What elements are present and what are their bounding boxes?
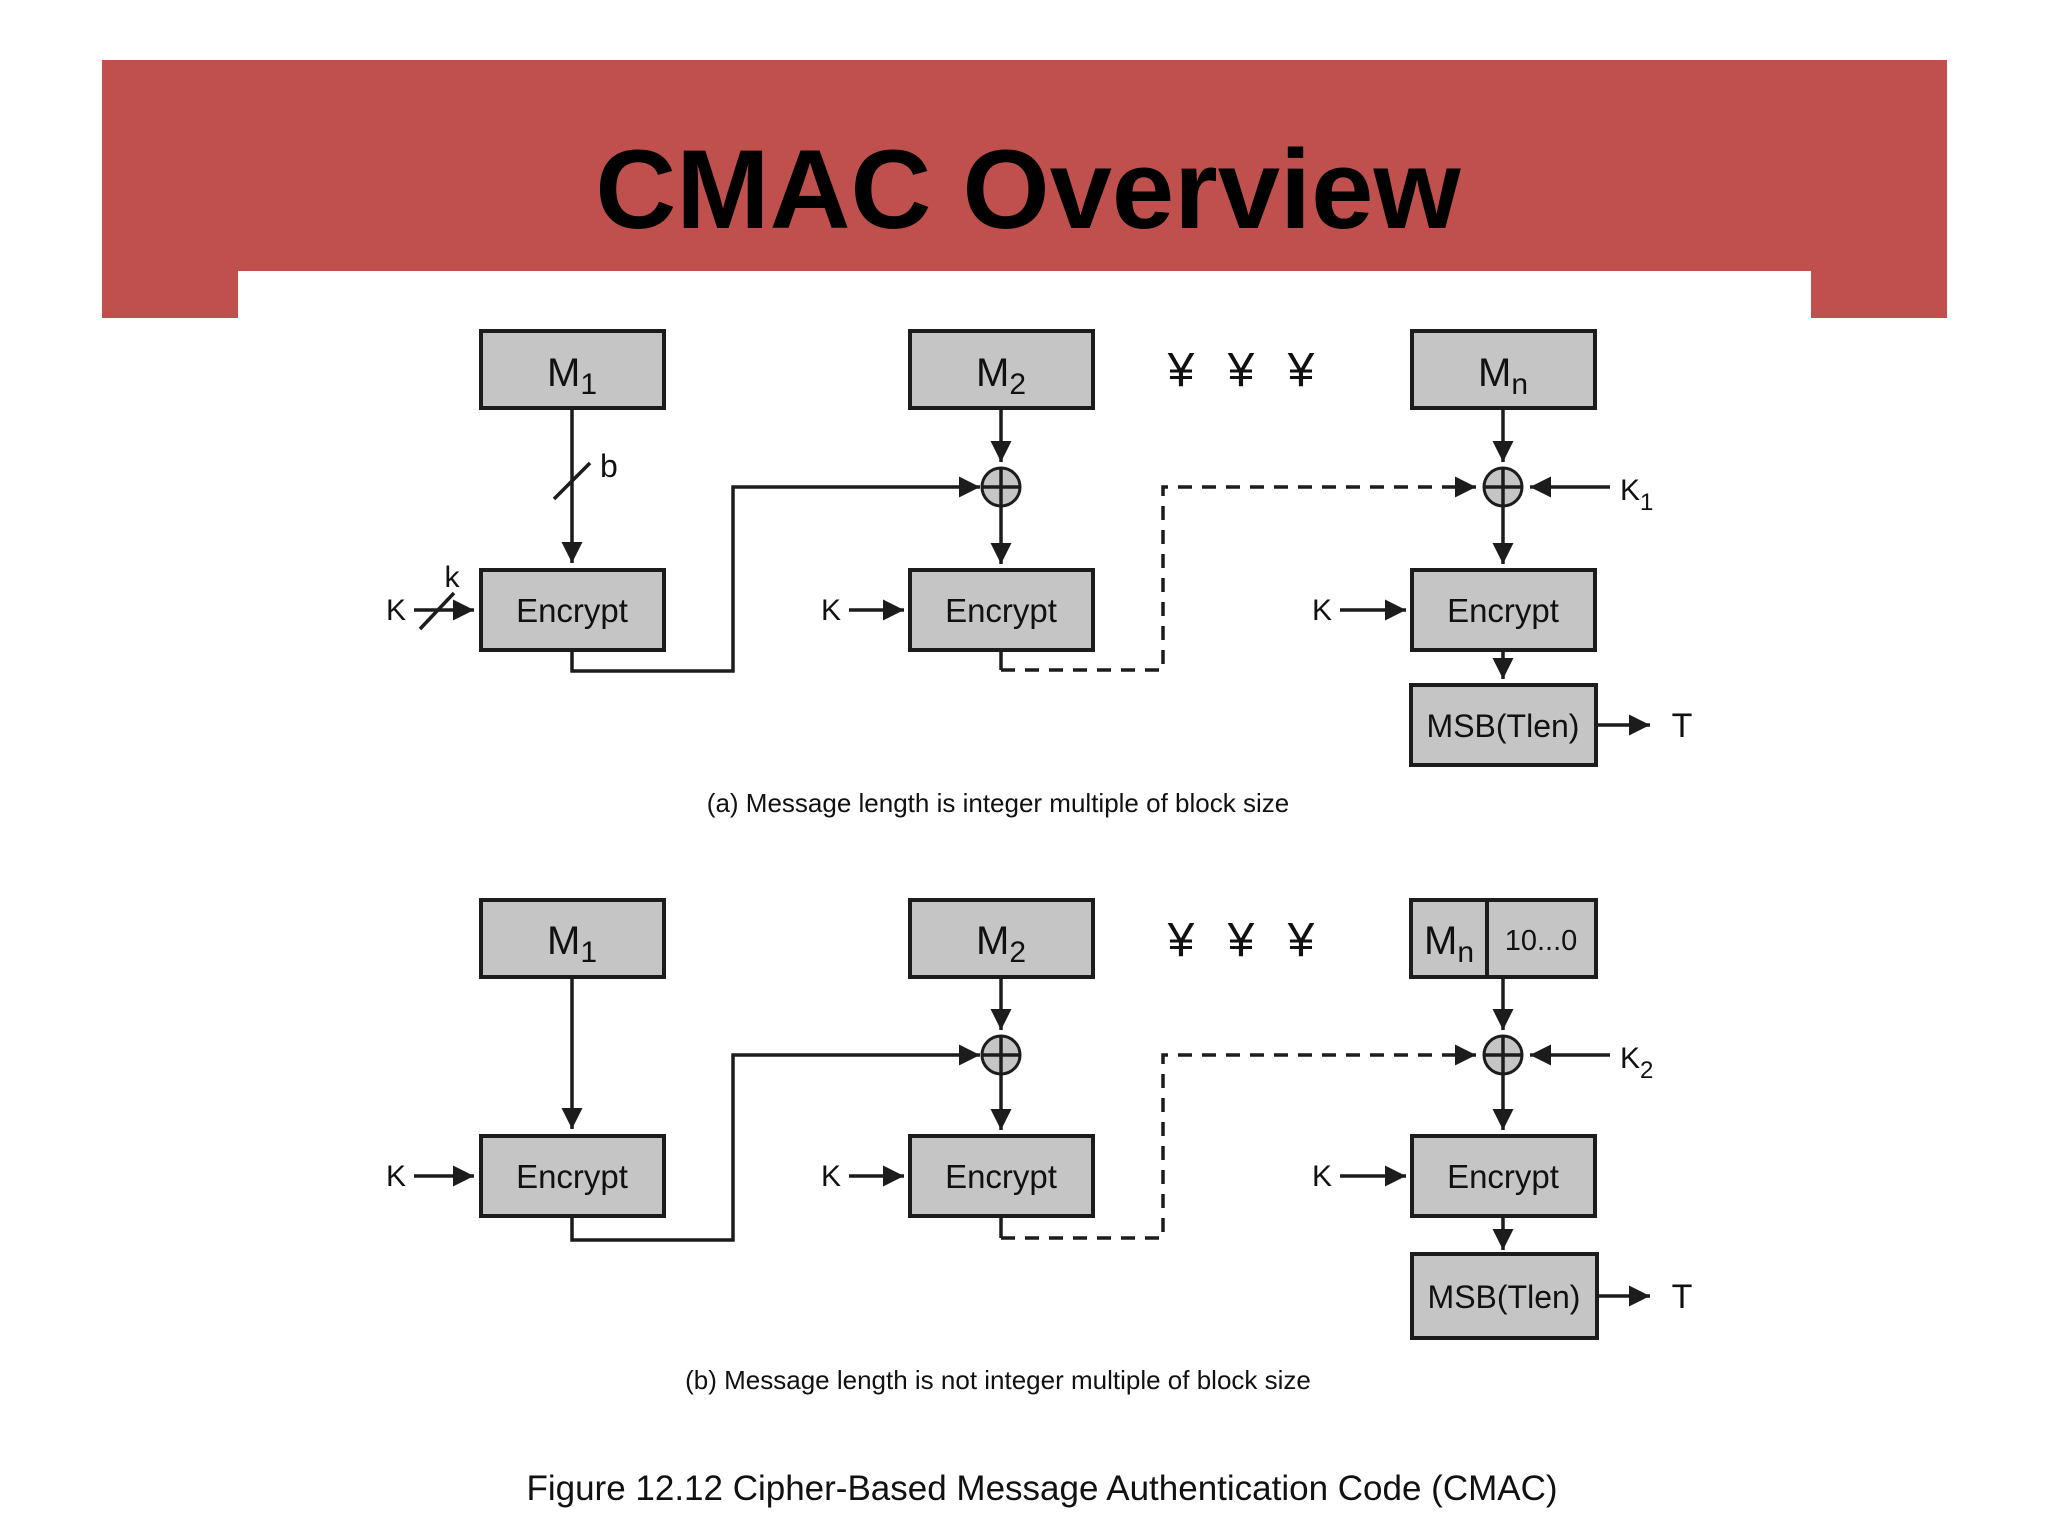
slide-title: CMAC Overview <box>595 127 1461 252</box>
k1-label: K1 <box>1620 474 1653 516</box>
encrypt-label-1: Encrypt <box>516 592 628 629</box>
ellipsis-b: ¥ ¥ ¥ <box>1167 914 1325 967</box>
encrypt-box-2 <box>908 568 1095 652</box>
feed-forward-1 <box>570 1044 980 1242</box>
dashed-feed-forward <box>1001 476 1476 672</box>
block-mn-label: Mn <box>1478 351 1528 401</box>
banner-leg-left <box>102 271 238 318</box>
banner-main <box>102 60 1947 271</box>
banner-leg-right <box>1811 271 1947 318</box>
xor-icon-col3 <box>1482 1034 1524 1076</box>
caption-a: (a) Message length is integer multiple o… <box>707 788 1289 818</box>
encrypt-box-1 <box>479 1134 666 1218</box>
encrypt-label-2: Encrypt <box>945 592 1057 629</box>
dashed-feed-forward <box>1001 1044 1476 1240</box>
block-m1 <box>479 329 666 410</box>
msb-label: MSB(Tlen) <box>1427 708 1580 744</box>
key-label-col1: K <box>386 1160 406 1193</box>
encrypt-box-3 <box>1410 1134 1597 1218</box>
key-label-col3: K <box>1312 1160 1332 1193</box>
key-label-col1: K <box>386 594 406 627</box>
encrypt-label-1: Encrypt <box>516 1158 628 1195</box>
encrypt-label-3: Encrypt <box>1447 592 1559 629</box>
xor-icon-col2 <box>980 466 1022 508</box>
block-m2 <box>908 898 1095 979</box>
xor-icon-col2 <box>980 1034 1022 1076</box>
figure-caption: Figure 12.12 Cipher-Based Message Authen… <box>526 1469 1557 1508</box>
b-width-label: b <box>600 448 618 484</box>
block-m1-label: M1 <box>547 351 597 401</box>
block-mn <box>1410 329 1597 410</box>
k-width-label: k <box>445 561 461 594</box>
tag-label: T <box>1672 1278 1693 1316</box>
block-m2 <box>908 329 1095 410</box>
block-m2-label: M2 <box>976 351 1026 401</box>
xor-icon-col3 <box>1482 466 1524 508</box>
pad-label: 10...0 <box>1505 925 1578 957</box>
encrypt-box-1 <box>479 568 666 652</box>
msb-box <box>1410 1252 1599 1340</box>
block-mn-label: Mn <box>1424 919 1474 969</box>
tag-label: T <box>1672 707 1693 745</box>
msb-label: MSB(Tlen) <box>1428 1279 1581 1315</box>
k2-label: K2 <box>1620 1042 1653 1084</box>
slash-k-width <box>418 591 456 631</box>
slash-b-width <box>552 461 592 501</box>
block-m1-label: M1 <box>547 919 597 969</box>
block-mn-padded <box>1409 898 1598 979</box>
key-label-col2: K <box>821 1160 841 1193</box>
ellipsis-a: ¥ ¥ ¥ <box>1167 344 1325 397</box>
block-m2-label: M2 <box>976 919 1026 969</box>
header-banner: CMAC Overview <box>102 60 1947 318</box>
caption-b: (b) Message length is not integer multip… <box>685 1365 1311 1395</box>
encrypt-box-2 <box>908 1134 1095 1218</box>
encrypt-label-2: Encrypt <box>945 1158 1057 1195</box>
feed-forward-1 <box>570 476 980 673</box>
key-label-col2: K <box>821 594 841 627</box>
key-label-col3: K <box>1312 594 1332 627</box>
encrypt-label-3: Encrypt <box>1447 1158 1559 1195</box>
diagram-b: M1 M2 ¥ ¥ ¥ Mn 10...0 K Encrypt K Encryp… <box>386 898 1693 1395</box>
diagram-a: M1 M2 ¥ ¥ ¥ Mn b K k Encrypt K Encrypt <box>386 329 1693 818</box>
encrypt-box-3 <box>1410 568 1597 652</box>
